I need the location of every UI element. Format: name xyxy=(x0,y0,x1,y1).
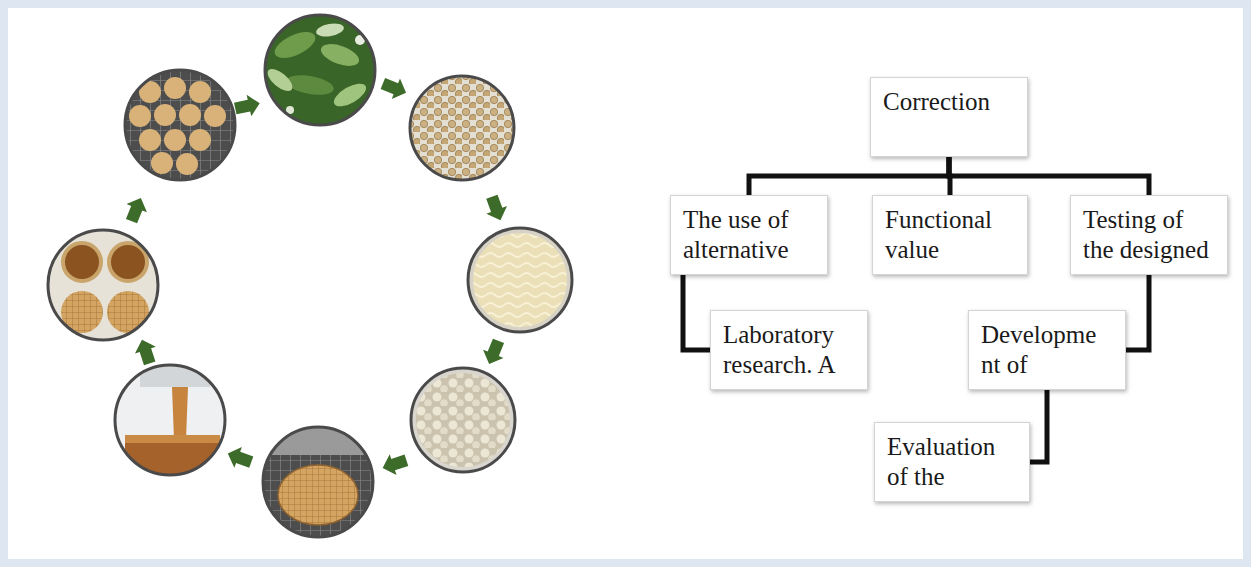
photo-rim xyxy=(263,427,373,537)
seeds-photo xyxy=(408,74,518,184)
illustration-part xyxy=(479,337,509,368)
illustration-part xyxy=(63,243,101,281)
illustration-part xyxy=(409,366,519,476)
box-label: Laboratory research. A xyxy=(723,320,857,380)
tree-connector xyxy=(1030,390,1047,462)
process-box: Evaluation of the xyxy=(874,422,1030,502)
photo-rim xyxy=(265,15,375,125)
illustration-part xyxy=(468,228,572,332)
process-box: Functional value xyxy=(872,195,1028,275)
crumb-photo xyxy=(409,366,519,476)
illustration-part xyxy=(154,104,176,126)
box-label: Evaluation of the xyxy=(887,432,1019,492)
process-box: The use of alternative xyxy=(670,195,828,275)
illustration-part xyxy=(189,129,211,151)
photo-rim xyxy=(468,228,572,332)
tree-connector xyxy=(949,157,1149,195)
illustration-part xyxy=(164,77,186,99)
tree-connector xyxy=(1126,275,1149,350)
photo-rim xyxy=(48,230,158,340)
illustration-part xyxy=(189,81,211,103)
illustration-part xyxy=(151,152,173,174)
illustration-part xyxy=(315,22,345,39)
plant-photo xyxy=(260,10,380,130)
illustration-part xyxy=(129,105,151,127)
caramel-photo xyxy=(112,362,232,485)
photo-rim xyxy=(411,368,515,472)
illustration-part xyxy=(482,193,511,224)
tree-connector xyxy=(683,275,710,350)
cooling-rack-photo xyxy=(122,67,242,187)
process-box: Correction xyxy=(870,77,1028,157)
baking-photo xyxy=(260,425,380,545)
illustration-part xyxy=(45,227,165,347)
illustration-part xyxy=(278,465,358,525)
process-box: Testing of the designed xyxy=(1070,195,1228,275)
illustration-part xyxy=(132,336,161,367)
illustration-part xyxy=(260,425,380,545)
photo-rim xyxy=(125,70,235,180)
box-label: Testing of the designed xyxy=(1083,205,1217,265)
illustration-part xyxy=(139,129,161,151)
illustration-part xyxy=(466,226,576,336)
tree-connector xyxy=(749,157,949,195)
illustration-part xyxy=(260,10,380,130)
illustration-part xyxy=(408,74,518,184)
box-label: Correction xyxy=(883,87,1017,117)
filled-wafers-photo xyxy=(45,227,165,347)
illustration-part xyxy=(176,153,198,175)
illustration-part xyxy=(379,450,410,479)
illustration-part xyxy=(164,129,186,151)
illustration-part xyxy=(285,72,335,98)
illustration-part xyxy=(122,67,242,187)
illustration-part xyxy=(204,105,226,127)
illustration-part xyxy=(121,194,151,225)
illustration-part xyxy=(330,79,369,111)
illustration-part xyxy=(233,93,262,120)
illustration-part xyxy=(109,243,147,281)
flour-photo xyxy=(466,226,576,336)
cycle-arrows xyxy=(121,73,510,478)
illustration-part xyxy=(318,40,362,71)
photo-rim xyxy=(115,365,225,475)
illustration-part xyxy=(379,73,410,103)
illustration-part xyxy=(224,443,255,472)
illustration-part xyxy=(411,368,515,472)
process-box: Developme nt of xyxy=(968,310,1126,390)
box-label: The use of alternative xyxy=(683,205,817,265)
box-label: Developme nt of xyxy=(981,320,1115,380)
illustration-part xyxy=(107,291,149,333)
illustration-part xyxy=(172,387,188,440)
process-box: Laboratory research. A xyxy=(710,310,868,390)
illustration-part xyxy=(179,104,201,126)
illustration-part xyxy=(125,435,220,443)
box-label: Functional value xyxy=(885,205,1017,265)
photo-rim xyxy=(410,76,514,180)
